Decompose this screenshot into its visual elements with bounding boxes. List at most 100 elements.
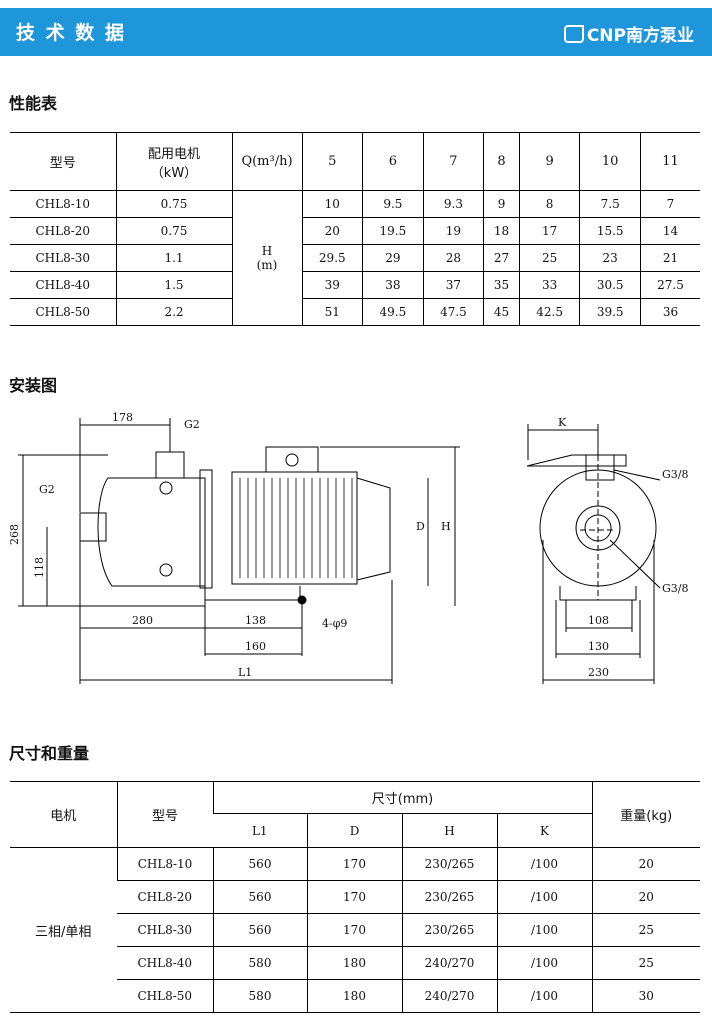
cell-h: 15.5	[579, 217, 641, 245]
brand-logo: CNP南方泵业	[563, 21, 694, 46]
cell-kw: 0.75	[115, 190, 232, 218]
cell-h: 36	[639, 298, 700, 326]
logo-text: CNP南方泵业	[586, 26, 694, 46]
table-header-row: 电机 型号 尺寸(mm) 重量(kg)	[10, 781, 700, 848]
cell-model: CHL8-30	[10, 244, 116, 272]
col-model: 型号	[10, 132, 116, 191]
cell-h: 27	[483, 244, 520, 272]
cell-k: /100	[496, 979, 592, 1013]
cell-k: /100	[496, 880, 592, 914]
section-dimensions: 尺寸和重量	[9, 744, 90, 763]
table-row: CHL8-20 560 170 230/265 /100 20	[10, 880, 700, 914]
dim-138: 138	[245, 614, 266, 627]
table-row: CHL8-50 580 180 240/270 /100 30	[10, 979, 700, 1013]
cell-l1: 560	[212, 913, 307, 947]
cell-h: 17	[518, 217, 580, 245]
cell-h: 39.5	[579, 298, 641, 326]
cell-h: 28	[422, 244, 484, 272]
dim-130: 130	[588, 640, 609, 653]
dim-268: 268	[8, 524, 21, 545]
side-base	[204, 586, 301, 601]
label-g2-top: G2	[184, 418, 200, 431]
table-row: CHL8-40 1.5 39 38 37 35 33 30.5 27.5	[10, 271, 700, 299]
col-flow: 9	[518, 132, 580, 191]
cell-kw: 0.75	[115, 217, 232, 245]
dim-230: 230	[588, 666, 609, 679]
section-performance: 性能表	[9, 94, 58, 113]
cell-h: 10	[301, 190, 363, 218]
label-g38-bottom: G3/8	[662, 582, 689, 595]
dim-118: 118	[33, 557, 46, 578]
cell-h: 8	[518, 190, 580, 218]
page-title: 技 术 数 据	[16, 22, 126, 44]
cell-h: 240/270	[401, 946, 497, 980]
cell-h: 9	[483, 190, 520, 218]
cell-h: 23	[579, 244, 641, 272]
label-holes: 4-φ9	[322, 617, 347, 630]
col-size: 尺寸(mm)	[212, 781, 592, 814]
cell-h: 7.5	[579, 190, 641, 218]
col-q: Q(m³/h)	[231, 132, 302, 191]
cell-model: CHL8-20	[10, 217, 116, 245]
cell-model: CHL8-40	[10, 271, 116, 299]
dim-178: 178	[112, 411, 133, 424]
bolt	[159, 563, 173, 577]
col-flow: 5	[301, 132, 363, 191]
section-installation: 安装图	[9, 376, 58, 395]
table-subheader-row: L1 D H K	[10, 813, 700, 848]
label-g2-left: G2	[39, 483, 55, 496]
table-row: CHL8-50 2.2 51 49.5 47.5 45 42.5 39.5 36	[10, 298, 700, 326]
cell-kw: 2.2	[115, 298, 232, 326]
cell-h: 29	[362, 244, 424, 272]
cell-model: CHL8-50	[35, 305, 91, 319]
cell-h: 21	[639, 244, 700, 272]
col-weight: 重量(kg)	[591, 781, 700, 848]
label-g38-top: G3/8	[662, 468, 689, 481]
cell-h: 20	[301, 217, 363, 245]
cell-motor-type: 三相/单相	[35, 924, 92, 940]
performance-table: 型号 配用电机（kW） Q(m³/h) 5 6 7 8 9 10 11 CHL8…	[10, 132, 700, 326]
cell-model: CHL8-50	[137, 989, 193, 1003]
col-motor-line1: 配用电机	[147, 146, 200, 162]
cell-k: /100	[496, 913, 592, 947]
dim-108: 108	[588, 614, 609, 627]
col-motor: 电机	[10, 781, 117, 848]
table-row: CHL8-30 560 170 230/265 /100 25	[10, 913, 700, 947]
col-d: D	[306, 813, 402, 848]
cell-h: 47.5	[422, 298, 484, 326]
cell-l1: 580	[212, 946, 307, 980]
cell-model: CHL8-40	[117, 946, 213, 980]
dim-160: 160	[245, 640, 266, 653]
motor-fan-cover	[356, 477, 391, 581]
bracket	[199, 469, 213, 589]
cell-weight: 20	[591, 880, 700, 914]
cell-weight: 20	[591, 847, 700, 881]
table-header-row: 型号 配用电机（kW） Q(m³/h) 5 6 7 8 9 10 11	[10, 132, 700, 191]
table-row: CHL8-30 1.1 29.5 29 28 27 25 23 21	[10, 244, 700, 272]
cell-h: 42.5	[518, 298, 580, 326]
cell-h: 30.5	[579, 271, 641, 299]
cell-model: CHL8-20	[117, 880, 213, 914]
cell-h: 25	[518, 244, 580, 272]
cell-l1: 560	[212, 880, 307, 914]
pump-body	[97, 477, 206, 587]
cell-model: CHL8-10	[10, 190, 116, 218]
cell-h: 27.5	[639, 271, 700, 299]
col-l1: L1	[213, 813, 307, 848]
cell-h: 230/265	[401, 913, 497, 947]
dim-d: D	[416, 520, 425, 533]
col-flow: 10	[579, 132, 641, 191]
cell-d: 180	[306, 979, 402, 1013]
logo-icon	[563, 25, 584, 43]
terminal-box	[265, 446, 319, 473]
h-label-cell: H(m)	[231, 190, 302, 326]
cell-h: 33	[518, 271, 580, 299]
col-flow: 11	[639, 132, 700, 191]
col-flow: 8	[483, 132, 520, 191]
col-flow: 7	[422, 132, 484, 191]
cell-kw: 1.1	[115, 244, 232, 272]
cell-d: 170	[306, 880, 402, 914]
dim-280: 280	[132, 614, 153, 627]
cell-h: 37	[422, 271, 484, 299]
